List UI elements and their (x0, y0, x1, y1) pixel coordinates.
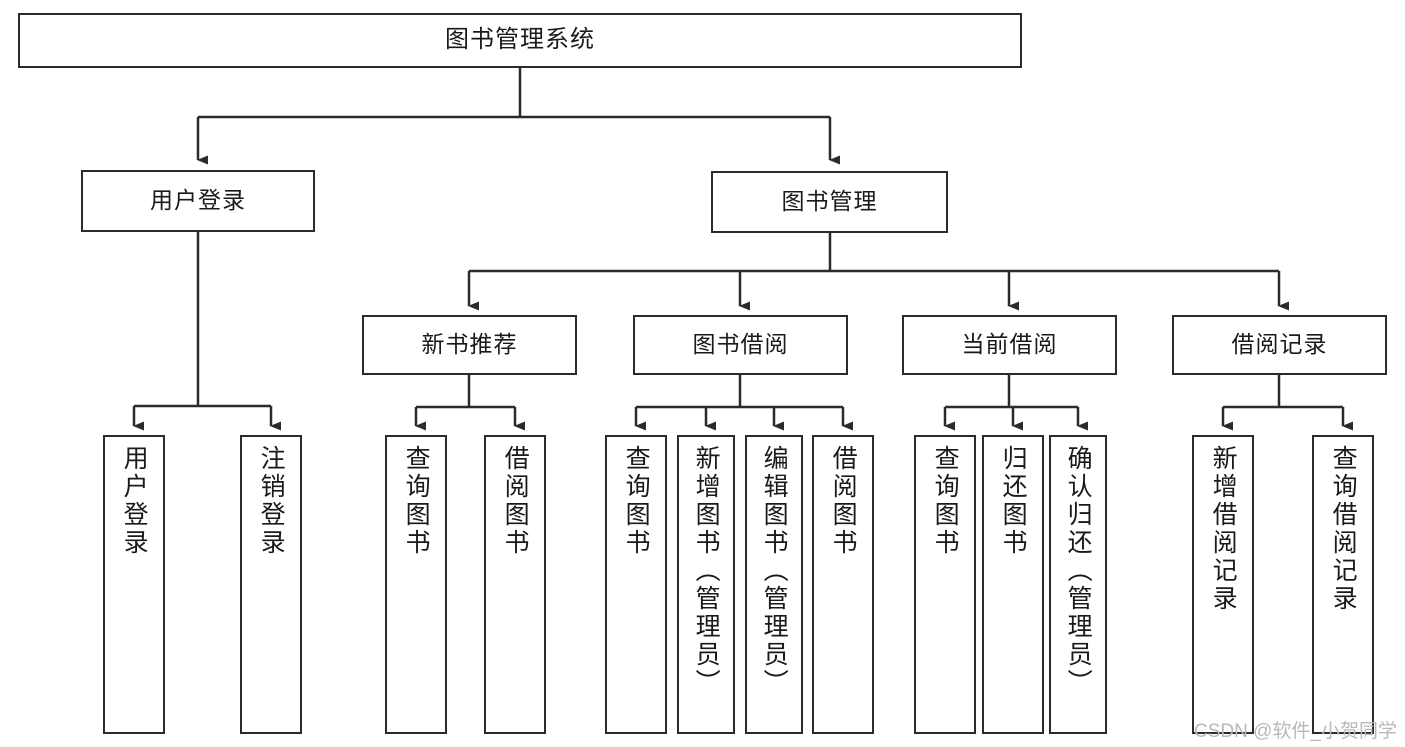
node-leaf-borrow-book-2-label: 借阅图书 (829, 445, 858, 557)
node-leaf-query-book-3-label: 查询图书 (931, 445, 960, 557)
node-leaf-query-record[interactable]: 查询借阅记录 (1312, 435, 1374, 734)
node-user-login[interactable]: 用户登录 (81, 170, 315, 232)
node-leaf-edit-book[interactable]: 编辑图书（管理员） (745, 435, 803, 734)
node-leaf-confirm-return-label: 确认归还（管理员） (1064, 445, 1093, 697)
node-leaf-borrow-book-1[interactable]: 借阅图书 (484, 435, 546, 734)
node-new-book-recommend-label: 新书推荐 (421, 331, 518, 358)
node-leaf-query-book-1[interactable]: 查询图书 (385, 435, 447, 734)
node-root-label: 图书管理系统 (445, 26, 595, 54)
node-leaf-add-book[interactable]: 新增图书（管理员） (677, 435, 735, 734)
node-borrow-record-label: 借阅记录 (1231, 331, 1328, 358)
node-leaf-borrow-book-1-label: 借阅图书 (501, 445, 530, 557)
node-book-manage-label: 图书管理 (781, 188, 878, 215)
node-leaf-return-book-label: 归还图书 (999, 445, 1028, 557)
node-user-login-label: 用户登录 (150, 187, 246, 214)
node-leaf-confirm-return[interactable]: 确认归还（管理员） (1049, 435, 1107, 734)
node-leaf-return-book[interactable]: 归还图书 (982, 435, 1044, 734)
node-leaf-query-book-2-label: 查询图书 (622, 445, 651, 557)
node-current-borrow[interactable]: 当前借阅 (902, 315, 1117, 375)
node-book-borrow-label: 图书借阅 (692, 331, 789, 358)
node-leaf-add-book-label: 新增图书（管理员） (692, 445, 721, 697)
node-leaf-query-record-label: 查询借阅记录 (1329, 445, 1358, 613)
node-leaf-add-record[interactable]: 新增借阅记录 (1192, 435, 1254, 734)
watermark-text: CSDN @软件_小贺同学 (1194, 721, 1397, 742)
node-borrow-record[interactable]: 借阅记录 (1172, 315, 1387, 375)
node-leaf-user-logout[interactable]: 注销登录 (240, 435, 302, 734)
node-leaf-borrow-book-2[interactable]: 借阅图书 (812, 435, 874, 734)
node-new-book-recommend[interactable]: 新书推荐 (362, 315, 577, 375)
node-leaf-user-login-label: 用户登录 (120, 445, 149, 557)
node-leaf-query-book-1-label: 查询图书 (402, 445, 431, 557)
node-leaf-query-book-2[interactable]: 查询图书 (605, 435, 667, 734)
node-root[interactable]: 图书管理系统 (18, 13, 1022, 68)
node-book-borrow[interactable]: 图书借阅 (633, 315, 848, 375)
node-book-manage[interactable]: 图书管理 (711, 171, 948, 233)
node-current-borrow-label: 当前借阅 (961, 331, 1058, 358)
node-leaf-user-login[interactable]: 用户登录 (103, 435, 165, 734)
node-leaf-edit-book-label: 编辑图书（管理员） (760, 445, 789, 697)
node-leaf-add-record-label: 新增借阅记录 (1209, 445, 1238, 613)
node-leaf-user-logout-label: 注销登录 (257, 445, 286, 557)
node-leaf-query-book-3[interactable]: 查询图书 (914, 435, 976, 734)
